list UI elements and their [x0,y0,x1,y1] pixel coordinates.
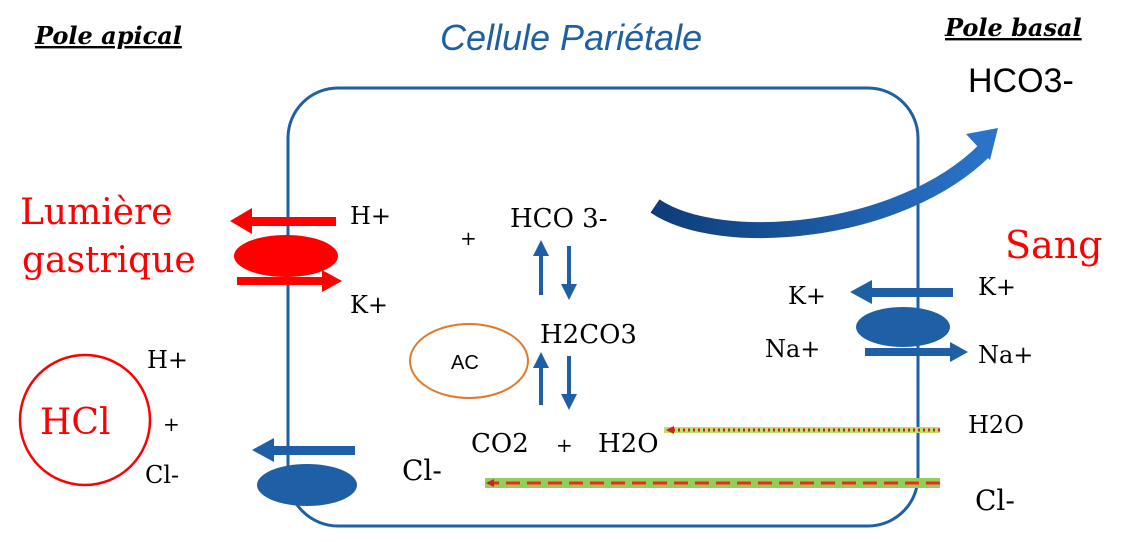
apical-plus-label: + [163,412,180,436]
carbonic-anhydrase-label: AC [451,352,479,374]
pump-h-label: H+ [350,202,391,230]
basal-k-out-label: K+ [978,273,1016,301]
basal-h2o-label: H2O [968,411,1024,439]
equilibrium-arrows-lower [533,352,577,410]
lower-down-arrowhead [561,394,577,410]
nak-na-arrowhead [950,342,968,362]
cl-channel [252,438,357,506]
proton-pump [230,208,342,292]
hco3-export-arrowhead [966,128,998,160]
nak-na-arrow-shaft [865,348,953,356]
pump-k-label: K+ [350,291,388,319]
lumen-label-line2: gastrique [22,240,196,281]
blood-label: Sang [1005,223,1103,267]
apical-h-label: H+ [147,346,188,374]
carbonic-anhydrase-ellipse [409,323,529,399]
na-k-pump [850,280,968,362]
cell-title: Cellule Pariétale [440,17,702,58]
reaction-plus-1: + [460,226,477,250]
equilibrium-arrows-upper [533,240,577,300]
pump-k-arrow-shaft [237,277,325,285]
cl-channel-arrow-shaft [270,446,355,455]
reaction-h2o: H2O [598,429,659,459]
pump-h-arrow-shaft [248,217,336,226]
reaction-h2co3: H2CO3 [540,320,637,350]
pole-basal-heading: Pole basal [944,13,1082,42]
nak-pump-body [856,307,950,347]
cl-channel-arrowhead [252,438,274,462]
reaction-co2: CO2 [471,429,529,459]
basal-k-in-label: K+ [788,282,826,310]
reaction-hco3: HCO 3- [510,204,607,234]
basal-na-out-label: Na+ [765,335,820,363]
basal-na-in-label: Na+ [978,341,1033,369]
pump-h-arrowhead [230,208,252,234]
lower-up-arrowhead [533,352,549,368]
reaction-plus-2: + [556,433,573,457]
upper-up-arrowhead [533,240,549,256]
apical-cl-label: Cl- [145,461,179,489]
cell-membrane [286,86,920,528]
nak-k-arrowhead [850,280,872,304]
hcl-label: HCl [40,402,110,443]
cell-cl-label: Cl- [402,454,442,487]
nak-k-arrow-shaft [868,288,953,297]
pump-body [234,235,338,277]
pump-k-arrowhead [322,270,342,292]
pole-apical-heading: Pole apical [34,21,182,50]
hcl-circle [18,353,152,487]
hco3-export-arrow [650,144,991,239]
lumen-label-line1: Lumière [20,192,173,233]
upper-down-arrowhead [561,284,577,300]
basal-hco3-label: HCO3- [968,62,1074,100]
basal-cl-label: Cl- [975,484,1015,517]
cl-channel-body [257,464,357,506]
